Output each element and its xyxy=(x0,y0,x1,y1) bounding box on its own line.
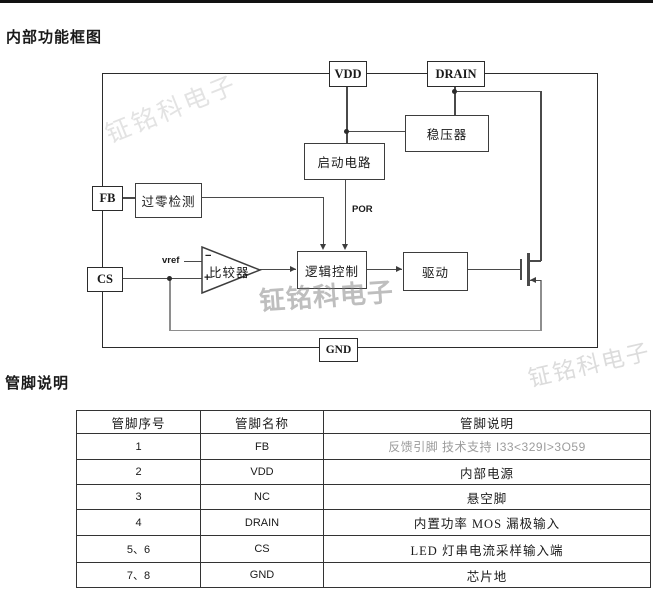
wire-driver-to-gate xyxy=(466,268,521,270)
comparator-plus-input: + xyxy=(204,272,211,284)
wire-cs-sense-v xyxy=(169,278,171,331)
header-pin-desc: 管脚说明 xyxy=(323,410,651,434)
arrowhead-into-driver xyxy=(396,265,402,272)
header-pin-number: 管脚序号 xyxy=(76,410,201,434)
pin-fb: FB xyxy=(92,186,123,211)
block-startup-circuit: 启动电路 xyxy=(304,143,385,180)
pin-number-cell: 5、6 xyxy=(76,535,201,563)
mosfet-gate-bar xyxy=(520,259,522,280)
wire-cs-to-comparator xyxy=(121,277,202,279)
wire-por xyxy=(344,178,346,244)
pin-cs: CS xyxy=(87,267,123,292)
pin-drain: DRAIN xyxy=(427,61,485,87)
page-top-rule xyxy=(0,0,653,3)
pin-table-title: 管脚说明 xyxy=(5,375,70,392)
pin-number-cell: 7、8 xyxy=(76,562,201,588)
wire-vref xyxy=(184,260,202,262)
pin-number-cell: 4 xyxy=(76,509,201,536)
table-row: 3 NC 悬空脚 xyxy=(76,484,651,510)
pin-description-table: 管脚序号 管脚名称 管脚说明 1 FB 反馈引脚 技术支持 I33<329I>3… xyxy=(76,410,651,588)
pin-desc-cell: 内置功率 MOS 漏极输入 xyxy=(323,509,651,536)
junction-dot xyxy=(344,129,349,134)
table-row: 2 VDD 内部电源 xyxy=(76,459,651,485)
wire-zcd-out-v xyxy=(322,197,324,246)
vref-label: vref xyxy=(162,255,180,266)
table-row: 4 DRAIN 内置功率 MOS 漏极输入 xyxy=(76,509,651,536)
pin-name-cell: CS xyxy=(200,535,324,563)
pin-gnd: GND xyxy=(319,338,358,362)
header-pin-name: 管脚名称 xyxy=(200,410,324,434)
pin-name-cell: VDD xyxy=(200,459,324,485)
block-zero-cross-detect: 过零检测 xyxy=(135,183,202,218)
wire-vdd-to-regulator xyxy=(347,130,405,132)
arrowhead-into-logic xyxy=(319,244,326,250)
pin-desc-cell: 反馈引脚 技术支持 I33<329I>3O59 xyxy=(323,433,651,460)
mosfet-drain-stub xyxy=(529,260,541,262)
pin-number-cell: 1 xyxy=(76,433,201,460)
comparator-triangle xyxy=(201,246,263,295)
por-label: POR xyxy=(352,204,373,215)
block-regulator: 稳压器 xyxy=(405,115,489,152)
pin-name-cell: DRAIN xyxy=(200,509,324,536)
wire-vdd-to-startup xyxy=(346,85,348,143)
pin-desc-cell: 悬空脚 xyxy=(323,484,651,510)
block-diagram-title: 内部功能框图 xyxy=(6,29,103,46)
wire-logic-to-driver xyxy=(365,268,402,270)
table-header-row: 管脚序号 管脚名称 管脚说明 xyxy=(76,410,651,434)
wire-fb-to-zcd xyxy=(121,197,135,199)
arrowhead-into-logic-left xyxy=(290,265,296,272)
mosfet-source-arrow xyxy=(530,277,536,283)
junction-dot xyxy=(167,276,172,281)
block-driver: 驱动 xyxy=(403,252,468,291)
pin-desc-cell: LED 灯串电流采样输入端 xyxy=(323,535,651,563)
pin-number-cell: 3 xyxy=(76,484,201,510)
pin-name-cell: GND xyxy=(200,562,324,588)
table-row: 1 FB 反馈引脚 技术支持 I33<329I>3O59 xyxy=(76,433,651,460)
mosfet-channel-bar xyxy=(527,253,530,286)
junction-dot xyxy=(452,88,457,94)
wire-mosfet-source-drop xyxy=(540,280,542,331)
table-row: 7、8 GND 芯片地 xyxy=(76,562,651,588)
pin-desc-cell: 芯片地 xyxy=(323,562,651,588)
comparator-label: 比较器 xyxy=(209,266,250,280)
pin-name-cell: NC xyxy=(200,484,324,510)
wire-zcd-out-h xyxy=(200,196,324,198)
pin-number-cell: 2 xyxy=(76,459,201,485)
wire-drain-branch-h xyxy=(455,90,541,92)
wire-comparator-out xyxy=(260,268,296,270)
arrowhead-por xyxy=(341,244,348,250)
pin-name-cell: FB xyxy=(200,433,324,460)
comparator-minus-input: − xyxy=(205,250,212,262)
wire-drain-to-mosfet xyxy=(540,91,542,261)
table-row: 5、6 CS LED 灯串电流采样输入端 xyxy=(76,535,651,563)
pin-vdd: VDD xyxy=(329,61,367,87)
pin-desc-cell: 内部电源 xyxy=(323,459,651,485)
block-logic-control: 逻辑控制 xyxy=(297,251,367,289)
wire-drain-to-regulator xyxy=(454,85,456,115)
wire-cs-sense-h xyxy=(169,329,541,331)
